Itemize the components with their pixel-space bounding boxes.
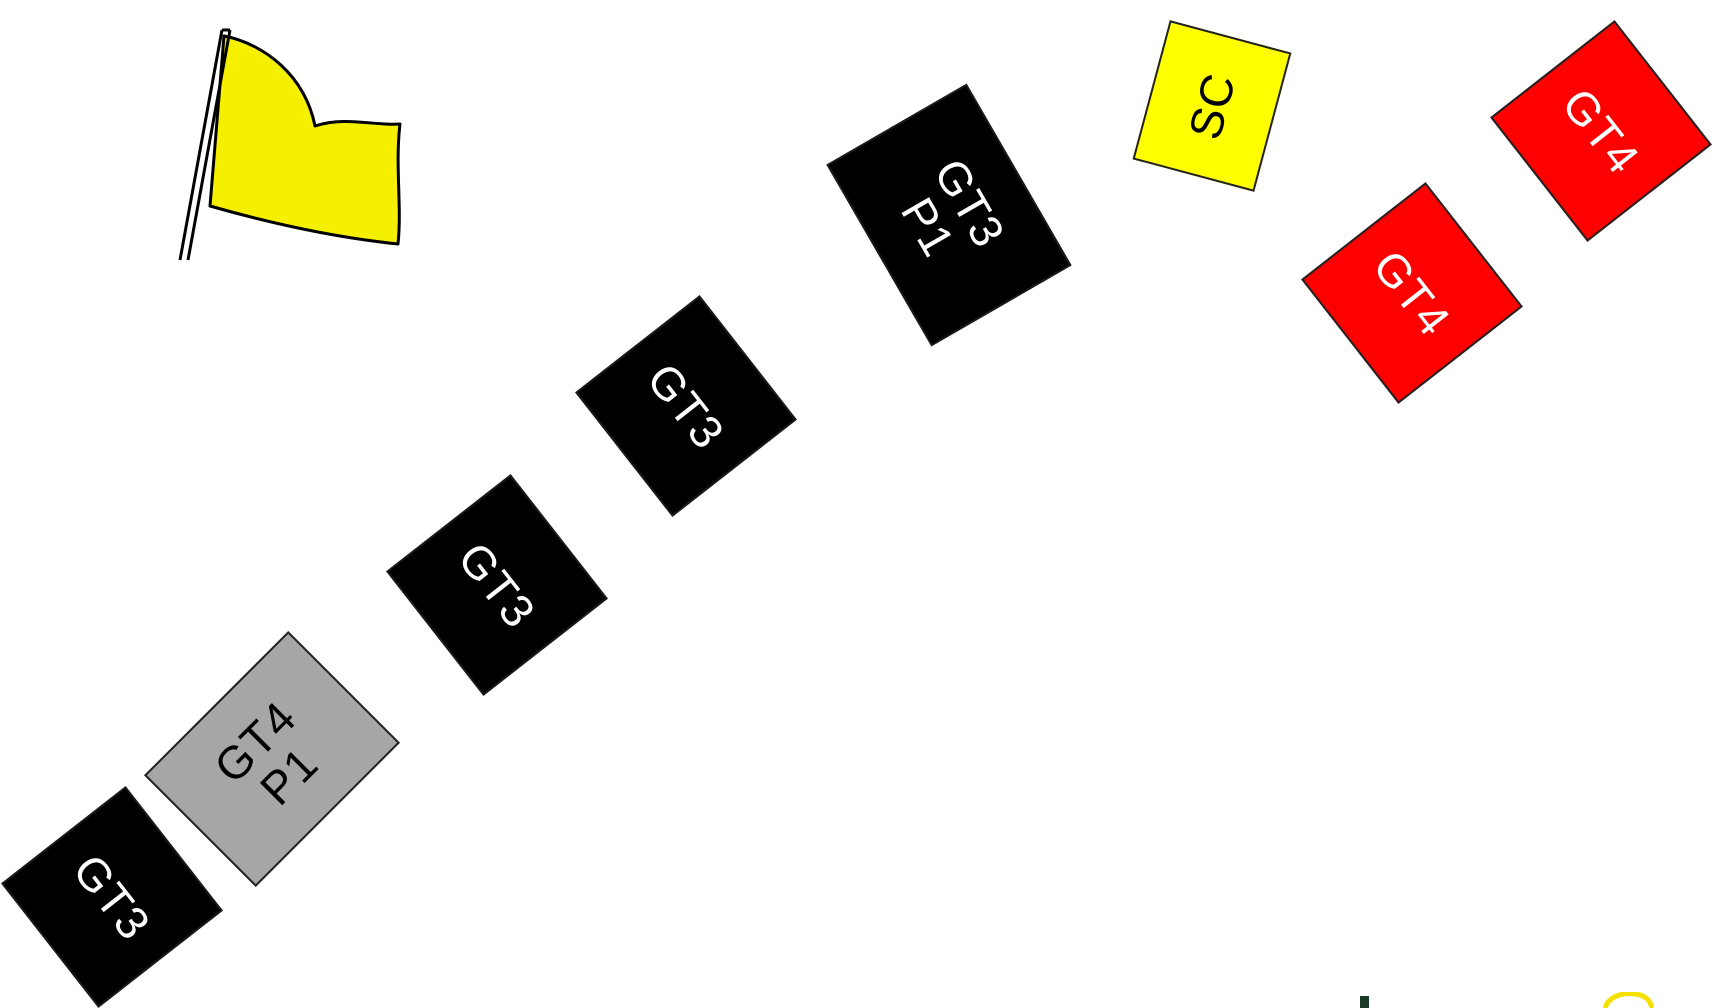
car-gt4-p1: GT4 P1	[144, 631, 400, 887]
car-gt4-2: GT4	[1490, 20, 1712, 242]
car-gt4-1: GT4	[1301, 182, 1523, 404]
car-gt3-3: GT3	[575, 295, 797, 517]
car-label-line-1: SC	[1180, 68, 1244, 144]
car-label-line-1: GT4	[1554, 80, 1649, 183]
logo-fragment	[1350, 992, 1680, 1008]
car-label-line-1: GT3	[65, 846, 160, 949]
car-label-line-1: GT3	[450, 534, 545, 637]
car-gt3-2: GT3	[386, 474, 608, 696]
car-gt3-p1: GT3 P1	[826, 84, 1071, 347]
yellow-flag-icon	[170, 26, 420, 262]
car-label-line-1: GT3	[639, 355, 734, 458]
car-label-line-1: GT4	[1365, 242, 1460, 345]
car-safety-car: SC	[1133, 20, 1292, 192]
